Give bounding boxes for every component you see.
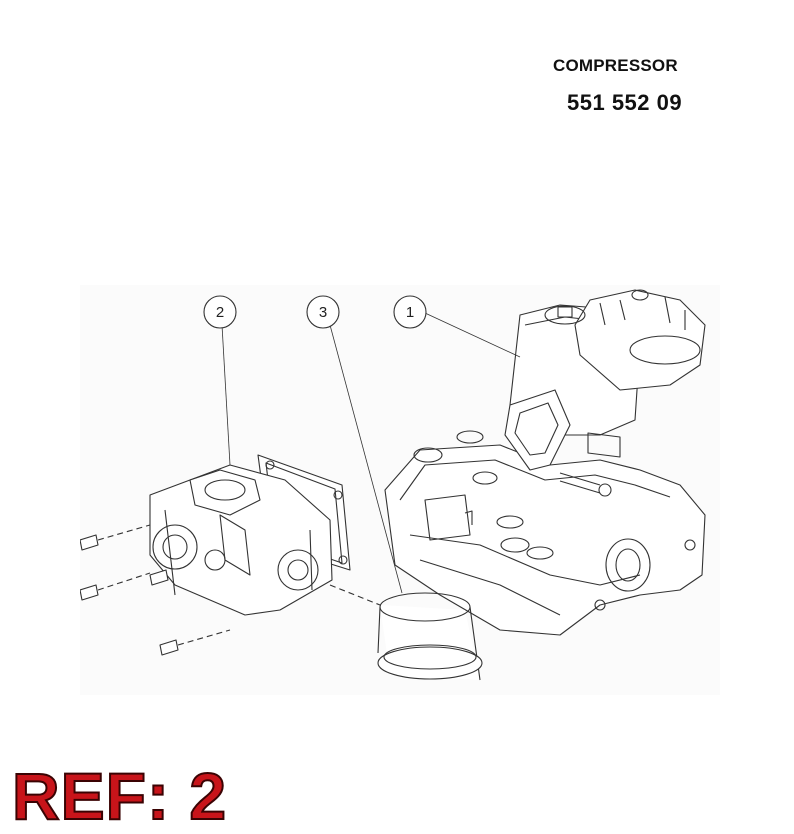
svg-text:2: 2 <box>216 304 224 321</box>
mounting-bolts <box>80 524 381 656</box>
callout-2: 2 <box>203 295 237 329</box>
callout-1: 1 <box>393 295 427 329</box>
reference-label: REF: 2 <box>11 758 228 834</box>
svg-text:1: 1 <box>406 304 414 321</box>
document-title: COMPRESSOR <box>553 56 678 75</box>
part-number: 551 552 09 <box>567 90 683 115</box>
callout-3: 3 <box>306 295 340 329</box>
svg-text:3: 3 <box>319 304 327 321</box>
pump-assembly <box>149 454 351 616</box>
compressor-body <box>384 289 706 636</box>
oil-filter <box>377 592 483 681</box>
compressor-exploded-view: 2 3 1 <box>80 285 720 695</box>
